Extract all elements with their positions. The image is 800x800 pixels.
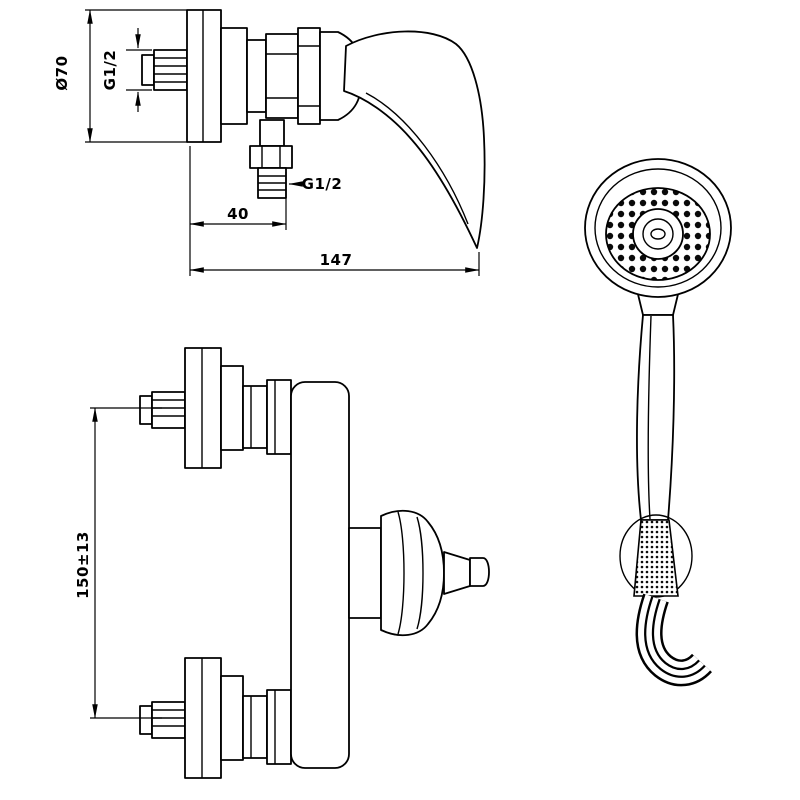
lever-handle-edge — [365, 92, 469, 225]
bottom-mount — [139, 657, 292, 779]
inlet-connector — [141, 49, 188, 91]
lever-handle — [343, 30, 486, 249]
label-outlet-thread: G1/2 — [301, 175, 343, 193]
label-flange-diameter: Ø70 — [53, 55, 71, 91]
wall-bracket — [619, 514, 693, 598]
label-inlet-thread: G1/2 — [101, 49, 119, 91]
top-mount — [139, 347, 292, 469]
bottom-outlet — [249, 119, 293, 199]
front-view-dimensions — [90, 407, 162, 719]
wall-flange — [186, 9, 248, 143]
hand-shower — [584, 158, 732, 687]
front-body — [290, 381, 350, 769]
faucet-side-view — [85, 9, 486, 276]
shower-head — [584, 158, 732, 298]
faucet-front-view — [90, 347, 490, 779]
side-view-dimensions — [85, 9, 480, 276]
shower-hose — [635, 593, 712, 687]
label-overall-depth: 147 — [319, 251, 353, 269]
label-outlet-offset: 40 — [227, 205, 249, 223]
label-mounting-distance: 150±13 — [74, 531, 92, 599]
front-cartridge — [348, 509, 490, 637]
shower-handle — [635, 285, 681, 521]
